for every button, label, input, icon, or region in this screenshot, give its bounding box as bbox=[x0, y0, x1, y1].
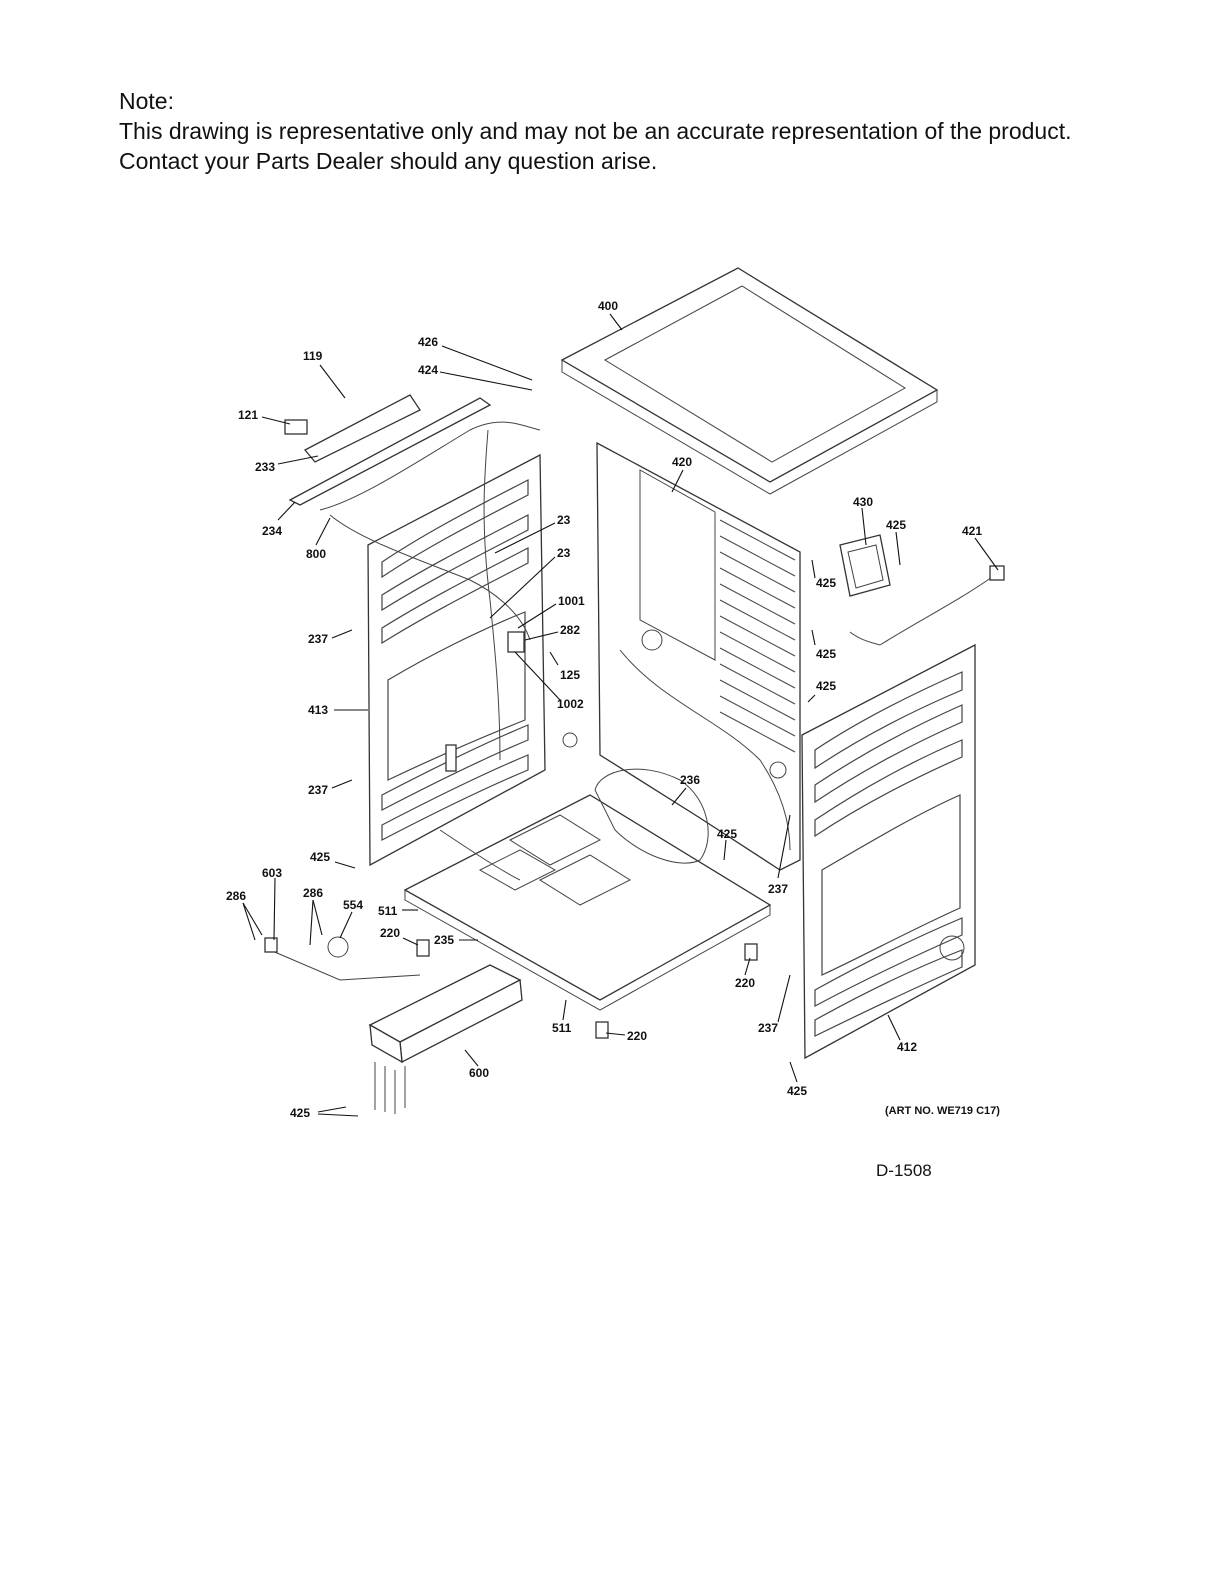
callout-282: 282 bbox=[560, 623, 580, 637]
heater-assembly-drawing bbox=[264, 936, 523, 1114]
callout-237-right-lower: 237 bbox=[758, 1021, 778, 1035]
callout-800: 800 bbox=[306, 547, 326, 561]
rear-panel-drawing bbox=[596, 441, 801, 871]
callout-237-left-upper: 237 bbox=[308, 632, 328, 646]
base-drawing bbox=[403, 768, 772, 1011]
callout-424: 424 bbox=[418, 363, 438, 377]
callout-233: 233 bbox=[255, 460, 275, 474]
callout-412: 412 bbox=[897, 1040, 917, 1054]
drawing-number: D-1508 bbox=[876, 1161, 932, 1180]
left-side-panel-drawing bbox=[367, 453, 546, 867]
callout-425-right: 425 bbox=[787, 1084, 807, 1098]
note-line-1: This drawing is representative only and … bbox=[119, 118, 1072, 144]
callout-234: 234 bbox=[262, 524, 282, 538]
callout-labels: 400 426 424 119 121 233 234 800 420 430 … bbox=[226, 299, 982, 1120]
callout-237-left-lower: 237 bbox=[308, 783, 328, 797]
callout-600: 600 bbox=[469, 1066, 489, 1080]
top-panel-drawing bbox=[560, 267, 939, 495]
callout-119: 119 bbox=[303, 349, 323, 363]
callout-1002: 1002 bbox=[557, 697, 584, 711]
callout-286-left: 286 bbox=[226, 889, 246, 903]
controls-and-harness-drawing bbox=[284, 394, 578, 881]
callout-430: 430 bbox=[853, 495, 873, 509]
note-line-2: Contact your Parts Dealer should any que… bbox=[119, 148, 658, 174]
callout-420: 420 bbox=[672, 455, 692, 469]
callout-603: 603 bbox=[262, 866, 282, 880]
callout-121: 121 bbox=[238, 408, 258, 422]
callout-220-left: 220 bbox=[380, 926, 400, 940]
callout-400: 400 bbox=[598, 299, 618, 313]
callout-421: 421 bbox=[962, 524, 982, 538]
callout-23-lower: 23 bbox=[557, 546, 571, 560]
right-side-panel-drawing bbox=[801, 643, 976, 1060]
note-block: Note: This drawing is representative onl… bbox=[119, 86, 1179, 176]
callout-426: 426 bbox=[418, 335, 438, 349]
callout-237-right-upper: 237 bbox=[768, 882, 788, 896]
callout-23-upper: 23 bbox=[557, 513, 571, 527]
callout-511-upper: 511 bbox=[378, 904, 398, 918]
callout-235: 235 bbox=[434, 933, 454, 947]
vent-and-cord-drawing bbox=[839, 534, 1005, 646]
callout-286-right: 286 bbox=[303, 886, 323, 900]
callout-236: 236 bbox=[680, 773, 700, 787]
callout-425-vent: 425 bbox=[886, 518, 906, 532]
callout-1001: 1001 bbox=[558, 594, 585, 608]
callout-425-rear-1: 425 bbox=[816, 576, 836, 590]
callout-554: 554 bbox=[343, 898, 363, 912]
callout-413: 413 bbox=[308, 703, 328, 717]
art-number: (ART NO. WE719 C17) bbox=[885, 1105, 1000, 1117]
note-heading: Note: bbox=[119, 88, 174, 114]
callout-425-heater: 425 bbox=[290, 1106, 310, 1120]
leveling-legs-drawing bbox=[416, 939, 758, 1039]
callout-425-rear-3: 425 bbox=[816, 679, 836, 693]
callout-425-rear-2: 425 bbox=[816, 647, 836, 661]
callout-511-lower: 511 bbox=[552, 1021, 572, 1035]
callout-220-front: 220 bbox=[627, 1029, 647, 1043]
callout-425-base: 425 bbox=[717, 827, 737, 841]
callout-425-left: 425 bbox=[310, 850, 330, 864]
leader-lines bbox=[242, 313, 999, 1117]
callout-220-right: 220 bbox=[735, 976, 755, 990]
callout-125: 125 bbox=[560, 668, 580, 682]
